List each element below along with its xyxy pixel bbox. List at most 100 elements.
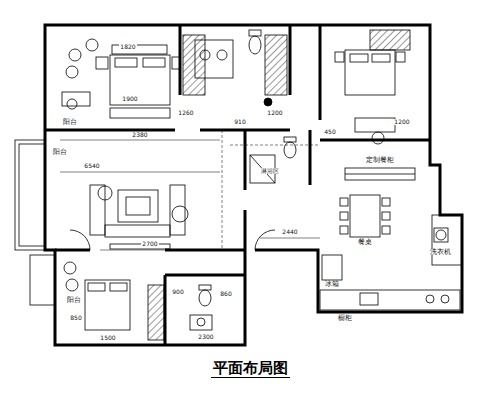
walls-part [320, 139, 430, 142]
room-label: 淋浴区 [260, 168, 280, 174]
dimension-lines-part [100, 250, 200, 251]
furniture-part [249, 36, 261, 54]
furniture-part [340, 198, 348, 206]
furniture-part [190, 315, 212, 330]
furniture-part [88, 283, 105, 291]
balconies-part [432, 215, 462, 265]
furniture-part [396, 52, 405, 62]
furniture-part [112, 45, 167, 54]
furniture-part [345, 168, 415, 180]
room-label: 餐桌 [357, 239, 373, 246]
furniture-part [249, 30, 261, 36]
dimension-number: 910 [233, 119, 246, 125]
walls-part [200, 129, 245, 132]
furniture-part [382, 198, 390, 206]
furniture-part [98, 186, 112, 200]
walls-part [319, 25, 322, 120]
furniture-part [355, 118, 395, 132]
furniture [62, 30, 460, 340]
furniture-part [86, 39, 98, 51]
furniture-part [85, 280, 130, 330]
dimension-lines-part [60, 172, 220, 173]
furniture-part [172, 57, 180, 69]
walls-part [245, 129, 290, 132]
dimension-lines [60, 130, 320, 250]
furniture-part [426, 295, 434, 303]
furniture-part [340, 212, 348, 220]
furniture-part [96, 57, 108, 69]
room-label: 阳台 [66, 297, 82, 304]
furniture-part [382, 212, 390, 220]
furniture-part [66, 279, 78, 291]
furniture-part [265, 35, 287, 95]
furniture-part [115, 58, 137, 67]
furniture-part [62, 92, 90, 106]
furniture-part [64, 262, 76, 274]
furniture-part [126, 197, 150, 215]
walls-part [45, 130, 245, 345]
furniture-part [110, 108, 170, 118]
furniture-part [360, 293, 378, 305]
dimension-number: 860 [219, 291, 232, 297]
furniture-part [322, 255, 342, 280]
furniture-part [70, 230, 90, 250]
dimension-number: 2380 [131, 132, 148, 138]
drawing-title: 平面布局图 [211, 359, 290, 378]
furniture-part [197, 318, 205, 326]
dimension-number: 900 [171, 289, 184, 295]
furniture-part [110, 283, 127, 291]
furniture-part [143, 58, 165, 67]
balconies-part [15, 140, 45, 250]
dimension-number: 450 [323, 129, 336, 135]
dimension-number: 2300 [197, 334, 214, 340]
dimension-number: 1200 [393, 119, 410, 125]
balconies-part [30, 255, 55, 305]
furniture-part [436, 230, 446, 240]
walls-part [309, 130, 312, 185]
furniture-part [110, 244, 170, 249]
walls-part [244, 130, 247, 190]
walls-part [289, 25, 292, 95]
furniture-part [372, 54, 390, 62]
furniture-part [199, 290, 211, 306]
furniture-part [67, 99, 77, 109]
furniture-part [217, 50, 227, 60]
room-label: 定制餐柜 [365, 157, 395, 164]
walls-part [55, 249, 90, 252]
furniture-part [382, 226, 390, 234]
dimension-number: 1260 [177, 110, 194, 116]
furniture-part [110, 55, 170, 105]
walls [45, 25, 462, 345]
furniture-part [340, 226, 348, 234]
room-label: 橱柜 [337, 315, 353, 322]
dimension-number: 6540 [83, 163, 100, 169]
room-label: 冰箱 [324, 281, 340, 288]
room-label: 阳台 [62, 119, 78, 126]
furniture-part [199, 285, 211, 290]
dimension-lines-part [260, 238, 320, 239]
furniture-part [345, 50, 395, 95]
furniture-part [320, 290, 460, 310]
dimension-number: 850 [69, 315, 82, 321]
furniture-part [255, 230, 275, 250]
furniture-part [350, 54, 368, 62]
dimension-number: 1900 [121, 96, 138, 102]
balconies [15, 140, 462, 305]
furniture-part [183, 35, 205, 95]
walls-part [244, 210, 247, 250]
furniture-part [148, 285, 164, 340]
furniture-part [441, 295, 449, 303]
furniture-part [264, 98, 272, 106]
furniture-part [195, 40, 233, 78]
walls-part [45, 129, 175, 132]
dimension-number: 2700 [141, 241, 158, 247]
furniture-part [335, 52, 344, 62]
furniture-part [284, 142, 296, 158]
dimension-number: 1820 [119, 44, 136, 50]
furniture-part [350, 195, 380, 237]
furniture-part [69, 49, 81, 61]
furniture-part [105, 225, 170, 237]
furniture-part [170, 185, 185, 235]
dimension-number: 1200 [266, 110, 283, 116]
